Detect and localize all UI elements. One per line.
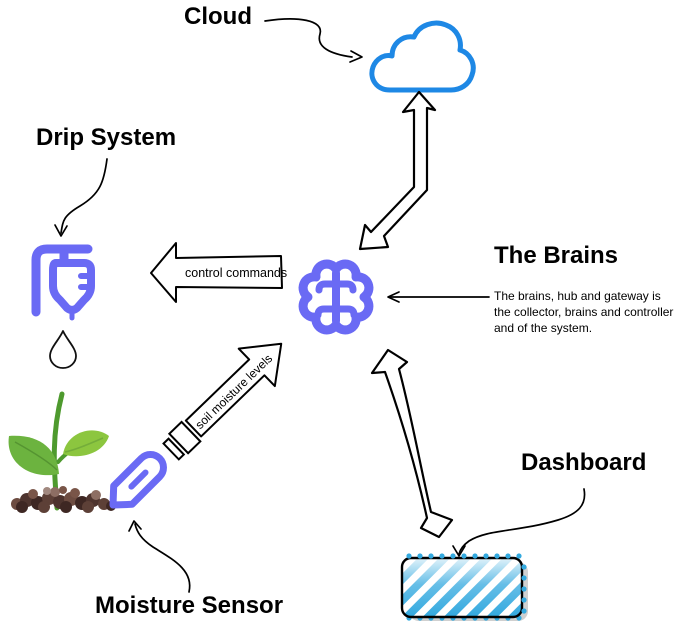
soil (11, 486, 116, 513)
dashboard-label: Dashboard (521, 449, 647, 476)
description-line-3: and of the system. (494, 321, 593, 335)
cloud-icon (369, 20, 476, 93)
soil-moisture-label: soil moisture levels (193, 351, 276, 431)
cloud-brain-double-arrow (358, 90, 437, 251)
description-pointer-arrow (387, 291, 490, 303)
droplet-icon (49, 330, 77, 369)
description-line-1: The brains, hub and gateway is (494, 289, 661, 303)
dashboard-pointer-arrow (452, 488, 586, 557)
brain-icon (298, 259, 374, 335)
control-commands-label: control commands (185, 266, 287, 280)
cloud-pointer-arrow (264, 18, 363, 63)
cloud-label: Cloud (184, 3, 252, 30)
brain-dashboard-double-arrow (370, 348, 454, 539)
the-brains-label: The Brains (494, 242, 619, 269)
dashboard-icon (400, 553, 528, 621)
soil-moisture-arrow: soil moisture levels (162, 342, 283, 461)
description-line-2: the collector, brains and controller (494, 305, 674, 319)
moisture-sensor-icon (109, 451, 167, 509)
moisture-pointer-arrow (128, 520, 191, 593)
drip-system-label: Drip System (36, 124, 177, 151)
seedling-icon (8, 391, 116, 513)
the-brains-description: The brains, hub and gateway is the colle… (494, 288, 673, 336)
moisture-sensor-label: Moisture Sensor (95, 592, 284, 619)
drip-pointer-arrow (54, 158, 108, 237)
drip-system-icon (31, 244, 95, 321)
control-commands-arrow: control commands (150, 242, 287, 303)
